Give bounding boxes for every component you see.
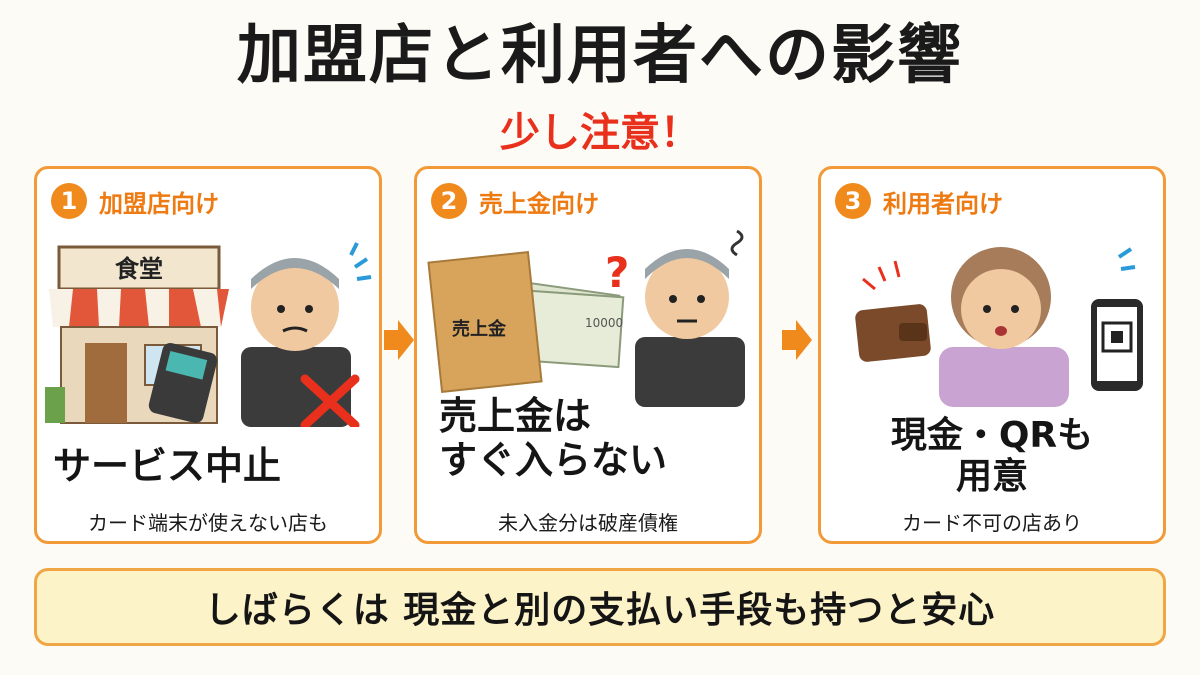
footer-message: しばらくは 現金と別の支払い手段も持つと安心: [204, 590, 996, 631]
arrow-right-icon: [384, 320, 414, 360]
shopkeeper-figure: [241, 242, 372, 427]
question-mark-icon: ?: [605, 248, 629, 297]
main-text-line-1: 現金・QRも: [890, 415, 1094, 456]
panel-header: 3 利用者向け: [835, 183, 1003, 219]
wallet-icon: [855, 260, 931, 362]
envelope-label: 売上金: [452, 318, 507, 340]
panel-heading: 売上金向け: [479, 189, 599, 218]
main-text-line-2: 用意: [955, 456, 1028, 498]
panel-header: 1 加盟店向け: [51, 183, 219, 219]
merchant-illustration: 食堂: [45, 242, 372, 427]
smartphone-qr-icon: [1091, 247, 1143, 391]
main-text-line-2: すぐ入らない: [439, 437, 668, 482]
step-number: 3: [835, 183, 871, 219]
panel-user: 3 利用者向け 現金・QRも 用意 カード不可の店あり: [818, 166, 1166, 544]
user-figure: [939, 247, 1069, 407]
main-text: サービス中止: [53, 444, 282, 488]
footer-banner: しばらくは 現金と別の支払い手段も持つと安心: [34, 568, 1166, 646]
page-title: 加盟店と利用者への影響: [237, 19, 963, 93]
card-terminal-icon: [148, 342, 218, 424]
panel-note: カード端末が使えない店も: [88, 511, 328, 535]
main-text: 売上金は すぐ入らない: [439, 394, 668, 482]
banknote-value: 10000: [585, 316, 623, 330]
cross-mark-icon: [300, 374, 360, 427]
page-subtitle: 少し注意！: [500, 110, 700, 156]
panel-merchant: 1 加盟店向け 食堂 サービス中止 カード端末が使: [34, 166, 382, 544]
main-text-line-1: 売上金は: [439, 394, 592, 438]
worried-owner-figure: [635, 229, 745, 407]
panel-heading: 加盟店向け: [99, 189, 219, 218]
main-text: 現金・QRも 用意: [821, 415, 1163, 498]
envelope-icon: 売上金: [427, 251, 543, 393]
step-number: 1: [51, 183, 87, 219]
panel-header: 2 売上金向け: [431, 183, 599, 219]
panel-sales: 2 売上金向け 10000 売上金 ? 売上金は すぐ入らない 未入金分は破産債…: [414, 166, 762, 544]
shop-sign: 食堂: [115, 255, 163, 283]
panel-heading: 利用者向け: [883, 189, 1003, 218]
step-number: 2: [431, 183, 467, 219]
arrow-right-icon: [782, 320, 812, 360]
user-illustration: [855, 247, 1143, 407]
panel-note: カード不可の店あり: [902, 511, 1082, 535]
sales-illustration: 10000 売上金 ?: [427, 229, 745, 407]
panel-note: 未入金分は破産債権: [498, 511, 678, 535]
